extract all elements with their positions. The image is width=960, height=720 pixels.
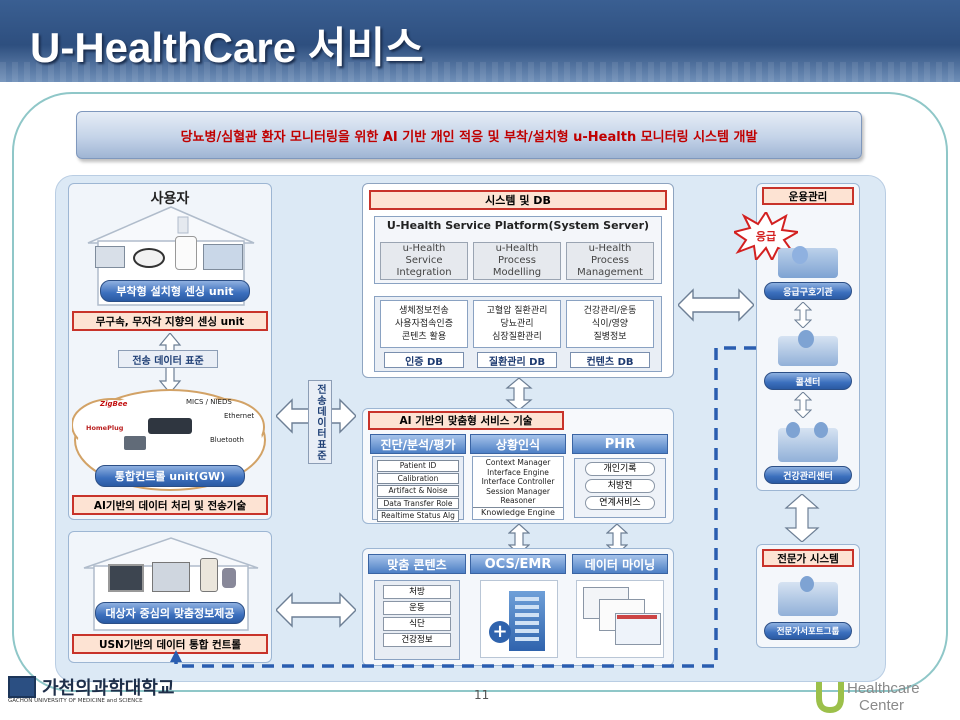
transfer-standard-label: 전송 데이터 표준 (118, 350, 218, 368)
db-label-disease: 질환관리 DB (477, 352, 557, 368)
bed-sensor-icon (203, 244, 243, 270)
situation-header: 상황인식 (470, 434, 566, 454)
phr-mining-arrow (606, 524, 628, 554)
situation-list: Context Manager Interface Engine Interfa… (472, 456, 564, 520)
contents-item: 건강정보 (383, 633, 451, 647)
ai-ocs-arrow (508, 524, 530, 554)
custom-contents-list: 처방 운동 식단 건강정보 (374, 580, 460, 660)
header-band: U-HealthCare 서비스 (0, 0, 960, 82)
platform-title: U-Health Service Platform(System Server) (386, 219, 650, 232)
network-label-ethernet: Ethernet (224, 412, 255, 420)
gateway-pill: 통합컨트롤 unit(GW) (95, 465, 245, 487)
router-icon (148, 418, 192, 434)
module-process-modelling: u-Health Process Modelling (473, 242, 561, 280)
toilet-sensor-icon (175, 236, 197, 270)
module-process-management: u-Health Process Management (566, 242, 654, 280)
mat-sensor-icon (133, 248, 165, 268)
diagnosis-item: Patient ID (377, 460, 459, 472)
sensing-tech-box: 무구속, 무자각 지향의 센싱 unit (72, 311, 268, 331)
db-group-disease: 고혈압 질환관리 당뇨관리 심장질환관리 (473, 300, 561, 348)
dashed-connector (170, 346, 756, 668)
system-ai-arrow (505, 378, 533, 410)
laptop-icon (152, 562, 190, 592)
vertical-arrow-2 (794, 392, 812, 418)
phr-list: 개인기록 처방전 연계서비스 (574, 458, 666, 518)
network-label-mics: MICS / NIEDS (186, 398, 232, 406)
node-expert-group: 전문가서포트그룹 (764, 622, 852, 640)
situation-item: Session Manager (486, 486, 550, 496)
situation-footer: Knowledge Engine (473, 506, 563, 518)
mid-right-arrow (678, 288, 754, 322)
left-mid-arrow-bottom (276, 592, 356, 628)
emergency-label: 응급 (755, 230, 777, 243)
node-emergency-agency: 응급구호기관 (764, 282, 852, 300)
device-icon (124, 436, 146, 450)
custom-info-pill: 대상자 중심의 맞춤정보제공 (95, 602, 245, 624)
banner-text: 당뇨병/심혈관 환자 모니터링을 위한 AI 기반 개인 적응 및 부착/설치형… (180, 129, 758, 145)
situation-item: Interface Engine (487, 467, 549, 477)
diagnosis-item: Data Transfer Role (377, 497, 459, 509)
emergency-agency-image (772, 246, 844, 286)
diagnosis-item: Artifact & Noise (377, 485, 459, 497)
phr-item: 연계서비스 (585, 496, 655, 510)
db-label-contents: 컨텐츠 DB (570, 352, 650, 368)
data-mining-screens (576, 580, 664, 658)
contents-item: 처방 (383, 585, 451, 599)
tv-icon (108, 564, 144, 592)
network-label-bluetooth: Bluetooth (210, 436, 244, 444)
usn-control-box: USN기반의 데이터 통합 컨트롤 (72, 634, 268, 654)
header-stripe (0, 62, 960, 82)
situation-item: Interface Controller (481, 477, 555, 486)
project-banner: 당뇨병/심혈관 환자 모니터링을 위한 AI 기반 개인 적응 및 부착/설치형… (76, 111, 862, 159)
system-db-title: 시스템 및 DB (369, 190, 667, 210)
diagnosis-item: Realtime Status Alg (377, 510, 459, 522)
page-title: U-HealthCare 서비스 (30, 24, 424, 71)
phone-icon (200, 558, 218, 592)
db-label-auth: 인증 DB (384, 352, 464, 368)
network-label-homeplug: HomePlug (86, 424, 124, 432)
operations-title: 운용관리 (762, 187, 854, 205)
phr-header: PHR (572, 434, 668, 454)
diagnosis-item: Calibration (377, 472, 459, 484)
situation-item: Reasoner (500, 496, 536, 505)
mobile-devices-image (108, 556, 238, 596)
contents-item: 운동 (383, 601, 451, 615)
sensing-unit-pill: 부착형 설치형 센싱 unit (100, 280, 250, 302)
hospital-building-icon: + (480, 580, 558, 658)
phr-item: 처방전 (585, 479, 655, 493)
custom-contents-header: 맞춤 콘텐츠 (368, 554, 466, 574)
sensor-devices-image (95, 236, 245, 274)
user-title: 사용자 (150, 191, 190, 207)
ai-processing-box: AI기반의 데이터 처리 및 전송기술 (72, 495, 268, 515)
diagnosis-header: 진단/분석/평가 (370, 434, 466, 454)
scale-icon (95, 246, 125, 268)
vertical-standard-label: 전송데이터표준 (308, 380, 332, 464)
expert-title: 전문가 시스템 (762, 549, 854, 567)
vertical-arrow-3 (784, 494, 820, 542)
contents-item: 식단 (383, 617, 451, 631)
phr-item: 개인기록 (585, 462, 655, 476)
data-mining-header: 데이터 마이닝 (572, 554, 668, 574)
network-label-zigbee: ZigBee (100, 400, 128, 408)
call-center-image (772, 330, 844, 370)
node-health-center: 건강관리센터 (764, 466, 852, 484)
ai-service-title: AI 기반의 맞춤형 서비스 기술 (368, 411, 564, 430)
situation-item: Context Manager (485, 458, 551, 467)
health-center-image (772, 420, 844, 466)
u-mark-icon (816, 682, 844, 714)
db-group-contents: 건강관리/운동 식이/영양 질병정보 (566, 300, 654, 348)
watch-icon (222, 568, 236, 588)
diagnosis-list: Patient ID Calibration Artifact & Noise … (372, 456, 464, 522)
node-call-center: 콜센터 (764, 372, 852, 390)
module-service-integration: u-Health Service Integration (380, 242, 468, 280)
expert-group-image (772, 574, 844, 620)
vertical-arrow-1 (794, 302, 812, 328)
ocs-emr-header: OCS/EMR (470, 554, 566, 574)
page-number: 11 (474, 688, 490, 702)
db-group-auth: 생체정보전송 사용자접속인증 콘텐츠 활용 (380, 300, 468, 348)
